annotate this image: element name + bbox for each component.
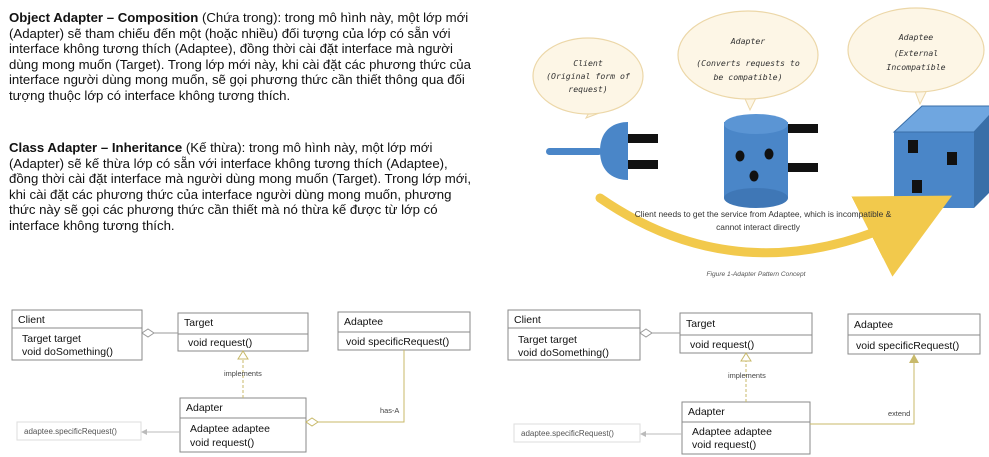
adapter-device-icon: [724, 114, 818, 208]
uml-client-member: void doSomething(): [22, 346, 113, 358]
client-bubble-line-2: (Original form of: [546, 71, 630, 81]
client-bubble: Client (Original form of request): [532, 37, 644, 119]
uml-adapter-name: Adapter: [688, 406, 725, 418]
client-bubble-line-1: Client: [573, 58, 603, 68]
uml-adapter-member: Adaptee adaptee: [190, 423, 270, 435]
uml-client-name: Client: [514, 314, 541, 326]
uml-adapter-class: Adapter Adaptee adaptee void request(): [179, 397, 307, 453]
arrow-text-line-2: cannot interact directly: [716, 222, 801, 232]
uml-adaptee-name: Adaptee: [854, 319, 893, 331]
class-adapter-description: Class Adapter – Inheritance (Kế thừa): t…: [9, 140, 471, 234]
uml-adapter-name: Adapter: [186, 402, 223, 414]
uml-aggregation-diamond: [639, 328, 653, 338]
uml-has-a-line: [312, 350, 405, 423]
uml-target-name: Target: [686, 318, 715, 330]
uml-implements-label: implements: [728, 371, 766, 380]
uml-has-a-label: has-A: [380, 406, 399, 415]
adaptee-bubble-line-1: Adaptee: [898, 32, 934, 42]
class-adapter-text: (Kế thừa): trong mô hình này, một lớp mớ…: [9, 140, 471, 233]
object-adapter-description: Object Adapter – Composition (Chứa trong…: [9, 10, 471, 104]
uml-note-text: adaptee.specificRequest(): [24, 427, 117, 436]
uml-adaptee-name: Adaptee: [344, 316, 383, 328]
uml-client-class: Client Target target void doSomething(): [11, 309, 143, 361]
uml-client-name: Client: [18, 314, 45, 326]
uml-implements-arrowhead: [237, 350, 249, 360]
uml-implements-label: implements: [224, 369, 262, 378]
uml-extend-line: [810, 362, 915, 425]
figure-caption: Figure 1-Adapter Pattern Concept: [707, 271, 807, 278]
uml-adapter-member: void request(): [692, 439, 756, 451]
uml-extend-label: extend: [888, 409, 910, 418]
client-bubble-line-3: request): [568, 84, 607, 94]
uml-adapter-class: Adapter Adaptee adaptee void request(): [681, 401, 811, 455]
uml-client-class: Client Target target void doSomething(): [507, 309, 641, 361]
object-adapter-uml-diagram: Client Target target void doSomething() …: [11, 309, 471, 453]
adaptee-bubble-line-3: Incompatible: [886, 62, 945, 72]
uml-note-box: [16, 421, 142, 441]
adapter-bubble: Adapter (Converts requests to be compati…: [677, 10, 819, 112]
uml-note-box: [513, 423, 641, 443]
arrow-text-line-1: Client needs to get the service from Ada…: [635, 209, 892, 219]
adapter-concept-figure: Client (Original form of request) Adapte…: [532, 7, 989, 278]
uml-client-member: void doSomething(): [518, 347, 609, 359]
uml-note-text: adaptee.specificRequest(): [521, 429, 614, 438]
uml-target-name: Target: [184, 317, 213, 329]
adaptee-bubble-line-2: (External: [894, 48, 938, 58]
uml-note-arrowhead: [640, 431, 646, 437]
adaptee-bubble: Adaptee (External Incompatible: [847, 7, 985, 106]
uml-note-arrowhead: [141, 429, 147, 435]
service-request-arrow: [595, 193, 953, 277]
adapter-bubble-line-3: be compatible): [713, 72, 782, 82]
adapter-bubble-line-1: Adapter: [730, 36, 766, 46]
uml-adaptee-class: Adaptee void specificRequest(): [847, 313, 981, 355]
uml-client-member: Target target: [518, 334, 577, 346]
uml-client-member: Target target: [22, 333, 81, 345]
object-adapter-title: Object Adapter – Composition: [9, 10, 199, 25]
uml-target-class: Target void request(): [177, 312, 309, 352]
socket-cube-icon: [892, 105, 989, 208]
uml-target-member: void request(): [690, 339, 754, 351]
uml-adaptee-class: Adaptee void specificRequest(): [337, 311, 471, 351]
uml-extend-arrowhead: [909, 354, 919, 363]
uml-has-a-diamond: [305, 417, 319, 427]
object-adapter-text: (Chứa trong): trong mô hình này, một lớp…: [9, 10, 471, 103]
uml-adapter-member: void request(): [190, 437, 254, 449]
uml-adapter-member: Adaptee adaptee: [692, 426, 772, 438]
uml-target-class: Target void request(): [679, 312, 813, 354]
uml-aggregation-diamond: [141, 328, 155, 338]
uml-target-member: void request(): [188, 337, 252, 349]
plug-icon: [546, 122, 658, 180]
class-adapter-uml-diagram: Client Target target void doSomething() …: [507, 309, 981, 455]
class-adapter-title: Class Adapter – Inheritance: [9, 140, 183, 155]
uml-adaptee-member: void specificRequest(): [346, 336, 449, 348]
uml-implements-arrowhead: [740, 352, 752, 362]
adapter-bubble-line-2: (Converts requests to: [696, 58, 800, 68]
uml-adaptee-member: void specificRequest(): [856, 340, 959, 352]
